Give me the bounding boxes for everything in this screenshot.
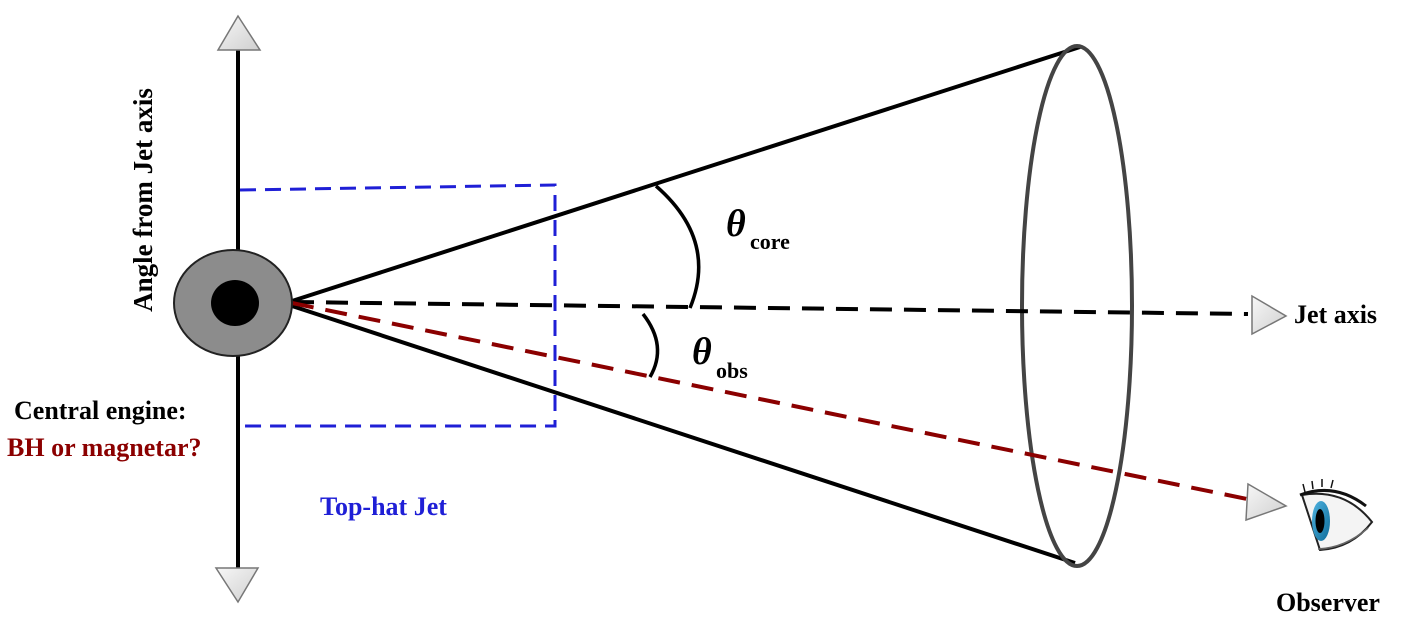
cone-lower-edge — [291, 304, 1076, 565]
observer-label: Observer — [1276, 588, 1380, 617]
vertical-axis-label: Angle from Jet axis — [128, 88, 158, 312]
theta-core-subscript: core — [750, 229, 790, 254]
theta-obs-arc — [641, 312, 660, 378]
top-hat-jet-label: Top-hat Jet — [320, 492, 447, 521]
jet-axis-arrowhead — [1251, 294, 1288, 336]
theta-core-symbol: θ — [726, 203, 746, 245]
central-engine-label: Central engine: — [14, 396, 187, 425]
top-hat-profile — [239, 183, 557, 428]
cone-base-ellipse — [1020, 44, 1134, 568]
vertical-axis-up-arrowhead — [216, 14, 262, 51]
black-hole — [211, 280, 259, 326]
theta-core-arc — [654, 184, 701, 309]
cone-upper-edge — [291, 45, 1081, 303]
observer-line-of-sight — [291, 301, 1253, 502]
jet-axis-line — [291, 300, 1249, 316]
observer-arrowhead — [1245, 482, 1288, 522]
engine-question-label: BH or magnetar? — [7, 433, 202, 462]
observer-eye-icon — [1299, 479, 1374, 552]
theta-obs-symbol: θ — [692, 331, 712, 373]
theta-obs-subscript: obs — [716, 358, 748, 383]
jet-axis-label: Jet axis — [1294, 300, 1377, 329]
vertical-axis-down-arrowhead — [214, 567, 260, 604]
